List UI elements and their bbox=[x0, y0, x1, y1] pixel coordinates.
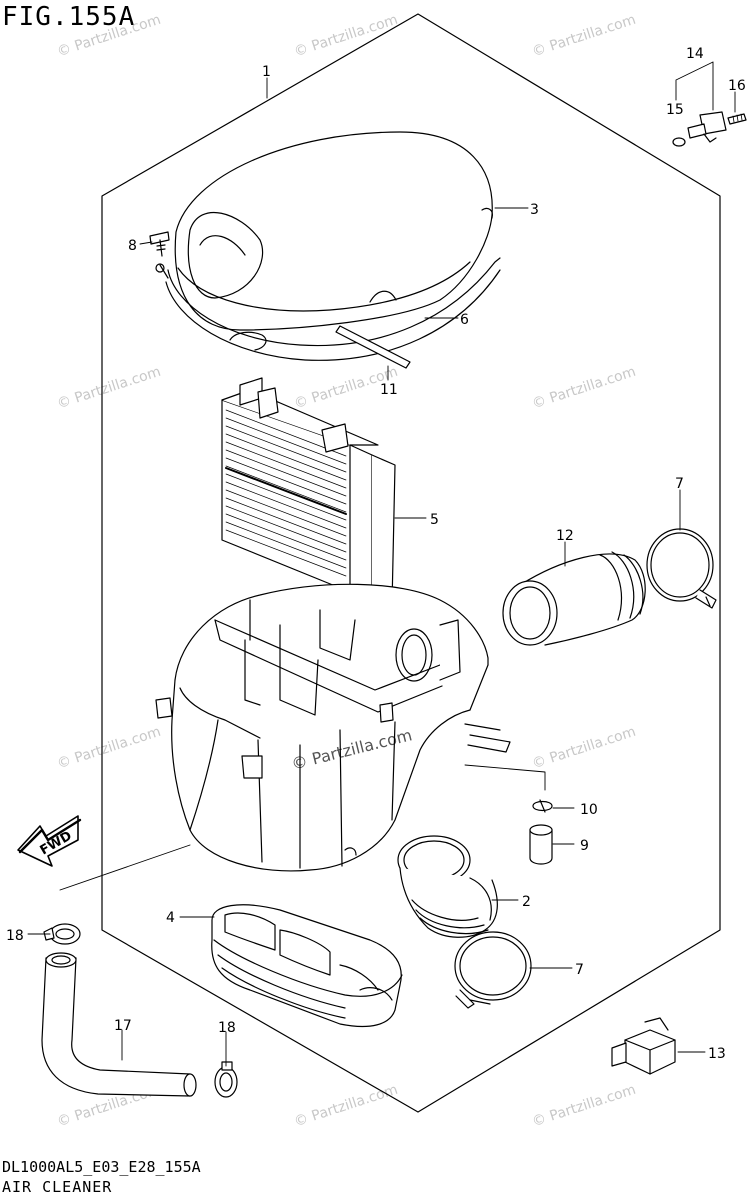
lower-case-part-4 bbox=[211, 904, 403, 1027]
callout-4: 4 bbox=[166, 910, 175, 926]
callout-2: 2 bbox=[522, 894, 531, 910]
callout-18b: 18 bbox=[218, 1020, 236, 1036]
callout-numbers: 1 3 6 8 11 5 12 7 14 15 16 10 9 2 4 7 18… bbox=[6, 46, 746, 1062]
callout-16: 16 bbox=[728, 78, 746, 94]
figure-code: DL1000AL5_E03_E28_155A bbox=[2, 1158, 201, 1176]
cover-part-3 bbox=[155, 131, 501, 361]
callout-9: 9 bbox=[580, 838, 589, 854]
leader-lines bbox=[27, 61, 736, 1067]
duct-part-12 bbox=[502, 551, 646, 646]
callout-3: 3 bbox=[530, 202, 539, 218]
screw-part-8 bbox=[149, 231, 170, 257]
callout-1: 1 bbox=[262, 64, 271, 80]
sensor-part-14 bbox=[687, 111, 727, 143]
screw-part-16 bbox=[727, 113, 747, 125]
clip-part-10 bbox=[532, 799, 553, 813]
callout-8: 8 bbox=[128, 238, 137, 254]
assembly-box bbox=[101, 13, 721, 1113]
figure-title: FIG.155A bbox=[2, 2, 136, 32]
clamp-part-7-lower bbox=[454, 931, 532, 1009]
callout-14: 14 bbox=[686, 46, 704, 62]
callout-7b: 7 bbox=[575, 962, 584, 978]
callout-10: 10 bbox=[580, 802, 598, 818]
callout-15: 15 bbox=[666, 102, 684, 118]
connector-part-13 bbox=[611, 1017, 676, 1075]
callout-11: 11 bbox=[380, 382, 398, 398]
callout-12: 12 bbox=[556, 528, 574, 544]
callout-6: 6 bbox=[460, 312, 469, 328]
strip-part-11 bbox=[335, 325, 411, 369]
hose-part-17 bbox=[41, 952, 197, 1097]
filter-element-part-5 bbox=[221, 377, 396, 606]
callout-17: 17 bbox=[114, 1018, 132, 1034]
o-ring-part-15 bbox=[672, 137, 686, 147]
callout-13: 13 bbox=[708, 1046, 726, 1062]
figure-name: AIR CLEANER bbox=[2, 1178, 113, 1196]
fwd-arrow-icon: FWD bbox=[17, 815, 82, 867]
callout-5: 5 bbox=[430, 512, 439, 528]
callout-7: 7 bbox=[675, 476, 684, 492]
intake-duct-part-2 bbox=[397, 835, 498, 938]
air-cleaner-case bbox=[155, 583, 511, 872]
hose-clamp-part-18-lower bbox=[214, 1061, 238, 1098]
callout-18: 18 bbox=[6, 928, 24, 944]
drain-cap-part-9 bbox=[529, 824, 553, 865]
clamp-part-7-upper bbox=[646, 528, 717, 609]
